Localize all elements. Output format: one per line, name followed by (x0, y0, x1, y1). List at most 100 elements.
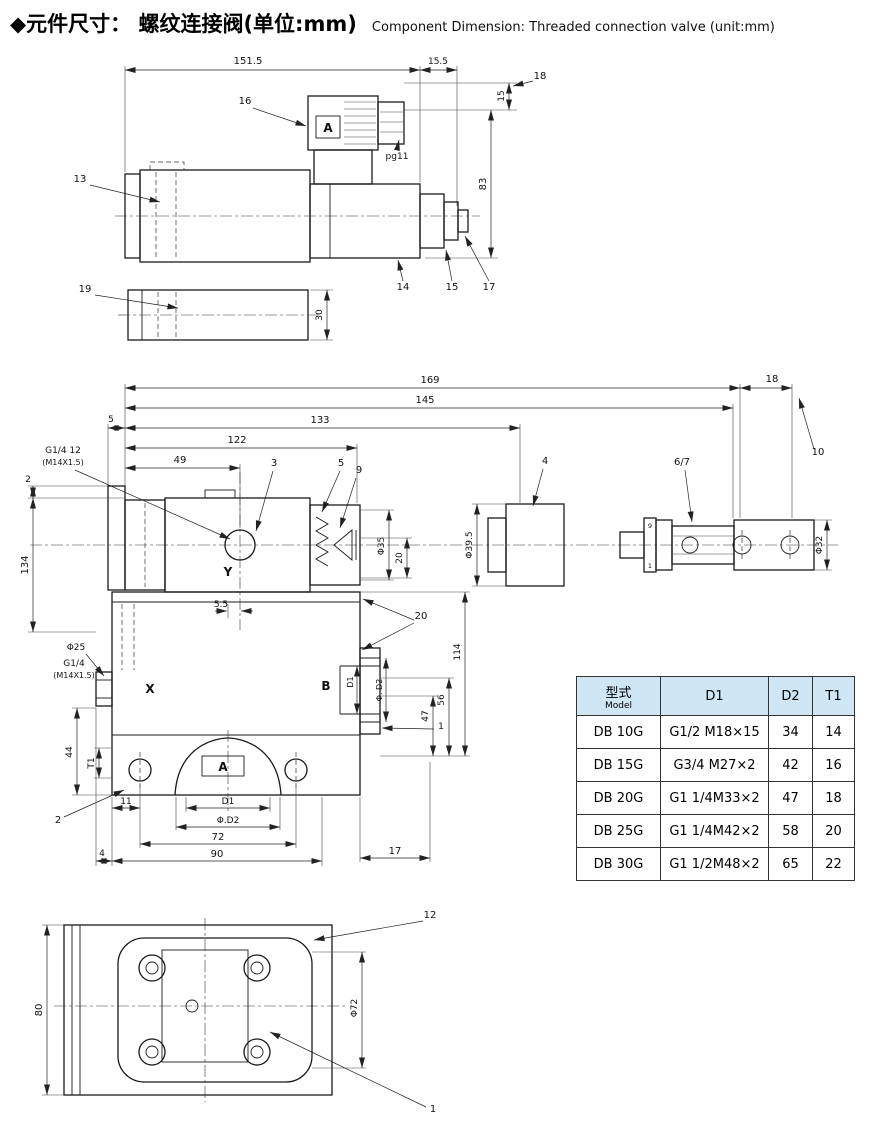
dim-t1: T1 (87, 757, 97, 769)
dim-phi25: Φ25 (67, 643, 86, 653)
cell-model: DB 25G (576, 814, 661, 848)
valve-footprint (117, 937, 313, 1083)
dim-phi72: Φ72 (350, 999, 360, 1018)
cell-t1: 20 (812, 814, 855, 848)
label-A-connector: A (323, 121, 333, 135)
dim-d1-bottom: D1 (222, 797, 235, 807)
dim-44: 44 (65, 746, 75, 758)
label-Y: Y (223, 565, 233, 579)
cell-model: DB 10G (576, 715, 661, 749)
cell-model: DB 15G (576, 748, 661, 782)
title-chinese: ◆元件尺寸： 螺纹连接阀(单位:mm) (10, 12, 357, 36)
table-header-row: 型式 Model D1 D2 T1 (576, 676, 855, 716)
top-view-drawing: 151.5 15.5 18 15 83 A pg11 16 13 14 15 1… (74, 56, 546, 341)
spring-chamber (309, 504, 361, 586)
header-model-en: Model (604, 700, 633, 711)
cell-d1: G1 1/2M48×2 (660, 847, 769, 881)
label-X: X (145, 682, 155, 696)
label-16: 16 (239, 96, 252, 107)
table-row: DB 25G G1 1/4M42×2 58 20 (576, 814, 855, 848)
label-1-bottom: 1 (430, 1104, 436, 1115)
main-view-drawing: 169 18 145 133 5 122 49 10 G1/4 12 (M14X… (20, 374, 838, 866)
dim-72: 72 (212, 832, 225, 843)
bracket-plate (733, 519, 815, 571)
cell-d1: G1 1/4M42×2 (660, 814, 769, 848)
dim-5-5: 5.5 (214, 600, 228, 610)
dim-122: 122 (227, 435, 246, 446)
dim-114: 114 (453, 643, 463, 660)
dim-145: 145 (415, 395, 434, 406)
label-17: 17 (483, 282, 496, 293)
dim-83: 83 (478, 178, 489, 191)
dim-20: 20 (395, 552, 405, 564)
label-14: 14 (397, 282, 410, 293)
dim-phi32: Φ32 (815, 536, 825, 555)
dim-56: 56 (437, 694, 447, 706)
cell-d1: G1 1/4M33×2 (660, 781, 769, 815)
col-header-d1: D1 (660, 676, 769, 716)
label-5: 5 (338, 458, 344, 469)
label-6-7: 6/7 (674, 457, 690, 468)
label-1: 1 (438, 722, 444, 732)
label-10: 10 (812, 447, 825, 458)
dim-d1-right: D1 (346, 676, 355, 687)
label-13: 13 (74, 174, 87, 185)
cell-t1: 18 (812, 781, 855, 815)
scale-1: 1 (648, 562, 652, 570)
header-model-zh: 型式 (605, 685, 632, 701)
dim-151-5: 151.5 (234, 56, 263, 67)
subplate-outline (63, 924, 333, 1096)
dim-133: 133 (310, 415, 329, 426)
dim-phi35: Φ35 (377, 537, 387, 556)
page-title: ◆元件尺寸： 螺纹连接阀(单位:mm) Component Dimension:… (10, 8, 775, 38)
model-spec-table: 型式 Model D1 D2 T1 DB 10G G1/2 M18×15 34 … (576, 676, 855, 881)
port-x-thread: G1/4 (63, 659, 85, 669)
side-plate (107, 485, 126, 591)
dim-49: 49 (174, 455, 187, 466)
port-y-thread-2: (M14X1.5) (42, 458, 84, 467)
label-15: 15 (446, 282, 459, 293)
label-20: 20 (415, 611, 428, 622)
valve-tube (309, 183, 421, 259)
title-english: Component Dimension: Threaded connection… (371, 20, 775, 35)
col-header-model: 型式 Model (576, 676, 661, 716)
col-header-d2: D2 (768, 676, 813, 716)
cell-d2: 47 (768, 781, 813, 815)
cell-d1: G3/4 M27×2 (660, 748, 769, 782)
dim-47: 47 (421, 710, 431, 721)
label-19: 19 (79, 284, 92, 295)
port-y-thread: G1/4 12 (45, 446, 81, 456)
cell-d2: 42 (768, 748, 813, 782)
label-2: 2 (55, 815, 61, 826)
label-pg11: pg11 (386, 152, 409, 162)
dim-2: 2 (25, 475, 31, 485)
scale-9: 9 (648, 522, 652, 530)
label-3: 3 (271, 458, 277, 469)
label-B: B (321, 679, 330, 693)
cell-t1: 22 (812, 847, 855, 881)
dim-30: 30 (315, 309, 325, 321)
dim-phi39-5: Φ39.5 (465, 531, 475, 558)
cell-d2: 34 (768, 715, 813, 749)
dim-169: 169 (420, 375, 439, 386)
dim-15-5: 15.5 (428, 57, 448, 67)
port-x-thread-2: (M14X1.5) (53, 671, 95, 680)
label-12: 12 (424, 910, 437, 921)
port-b-boss (359, 647, 381, 735)
dim-4: 4 (99, 849, 105, 859)
dim-11: 11 (120, 797, 131, 807)
connector-base (313, 149, 373, 185)
dim-phid2-bottom: Φ.D2 (217, 816, 240, 826)
dim-90: 90 (211, 849, 224, 860)
label-9: 9 (356, 465, 362, 476)
label-4: 4 (542, 456, 548, 467)
table-row: DB 15G G3/4 M27×2 42 16 (576, 748, 855, 782)
dim-80: 80 (34, 1004, 45, 1017)
dim-15: 15 (497, 90, 507, 101)
cell-d1: G1/2 M18×15 (660, 715, 769, 749)
dim-phid2-right: Φ. D2 (375, 679, 384, 702)
col-header-t1: T1 (812, 676, 855, 716)
adjust-knob (505, 503, 565, 587)
